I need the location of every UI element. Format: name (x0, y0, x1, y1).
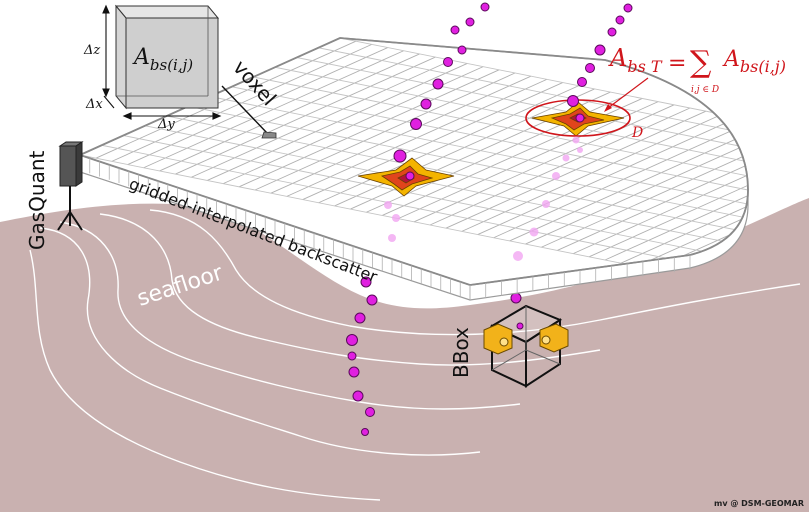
gas-bubble-icon (594, 44, 606, 56)
gas-bubble-icon (516, 322, 524, 330)
seafloor (0, 198, 809, 512)
gas-bubble-icon (392, 214, 400, 222)
credit-label: mv @ DSM-GEOMAR (714, 499, 804, 508)
svg-text:=: = (668, 51, 686, 76)
bbox-sensor-icons (483, 323, 569, 355)
formula-pointer (607, 77, 649, 109)
gas-bubble-icon (352, 390, 364, 402)
bubble-stream-faded-right (513, 136, 583, 261)
disk-side-ticks (79, 155, 691, 300)
gas-bubble-icon (577, 147, 583, 153)
gas-bubble-icon (575, 113, 585, 123)
voxel-cube-face (125, 17, 219, 109)
svg-text:i,j ∈ D: i,j ∈ D (691, 85, 719, 95)
gas-bubble-icon (615, 15, 625, 25)
gas-bubble-icon (347, 351, 357, 361)
bubble-stream-left (346, 276, 378, 436)
gas-bubble-icon (510, 292, 522, 304)
voxel-dimension-arrows (102, 4, 222, 120)
formula-pointer-arrow (604, 104, 612, 112)
gas-bubble-icon (572, 136, 580, 144)
gas-bubble-icon (366, 294, 378, 306)
svg-text:Abs(i,j): Abs(i,j) (722, 47, 786, 76)
gas-bubble-icon (585, 63, 595, 73)
gas-bubble-icon (542, 200, 550, 208)
gas-bubble-icon (393, 149, 407, 163)
bubble-stream-faded-left (384, 201, 400, 242)
gas-bubble-icon (443, 57, 453, 67)
svg-text:Abs T: Abs T (608, 44, 663, 76)
bubble-stream-center (393, 2, 490, 181)
seafloor-body (0, 198, 809, 512)
gas-bubble-icon (450, 25, 460, 35)
voxel-cube-front (115, 4, 127, 110)
gas-bubble-icon (607, 27, 617, 37)
gas-bubble-icon (348, 366, 360, 378)
gas-bubble-icon (513, 251, 523, 261)
gas-bubble-icon (360, 276, 372, 288)
voxel-cube: Abs(i,j) Δz Δx Δy (83, 4, 222, 132)
bbox-label: BBox (449, 327, 473, 378)
gas-bubble-icon (567, 95, 579, 107)
bbox-cube-icon (483, 304, 569, 388)
gasquant-label: GasQuant (25, 150, 49, 250)
bubble-stream-right (567, 3, 633, 123)
gas-bubble-icon (465, 17, 475, 27)
voxel-dx-label: Δx (85, 97, 103, 112)
gas-bubble-icon (577, 77, 587, 87)
bubble-stream-bbox (510, 292, 522, 304)
gas-bubble-icon (405, 171, 415, 181)
gas-bubble-icon (623, 3, 633, 13)
gas-bubble-icon (410, 118, 422, 130)
gas-bubble-icon (552, 172, 560, 180)
voxel-cell-icon (261, 131, 277, 139)
voxel-dz-label: Δz (83, 43, 100, 58)
gasquant-tripod-icon (57, 141, 84, 231)
gas-bubble-icon (354, 312, 366, 324)
gas-bubble-icon (457, 45, 467, 55)
disk-outline (77, 37, 749, 286)
gas-bubble-icon (365, 407, 375, 417)
gas-bubble-icon (384, 201, 392, 209)
gas-bubble-icon (529, 227, 539, 237)
voxel-dy-label: Δy (157, 117, 175, 132)
gas-bubble-icon (420, 98, 432, 110)
region-d-label: D (631, 125, 643, 141)
gas-bubble-icon (388, 234, 396, 242)
gas-bubble-icon (346, 334, 358, 346)
svg-text:∑: ∑ (690, 45, 712, 80)
voxel-cube-formula: Abs(i,j) (132, 45, 193, 74)
gas-bubble-icon (562, 154, 570, 162)
gas-bubble-icon (361, 428, 369, 436)
formula-total-backscatter: Abs T = ∑ i,j ∈ D Abs(i,j) (608, 44, 786, 95)
voxel-cube-top (114, 5, 220, 19)
gas-bubble-icon (480, 2, 490, 12)
gas-bubble-icon (432, 78, 444, 90)
seafloor-contours (29, 209, 801, 501)
